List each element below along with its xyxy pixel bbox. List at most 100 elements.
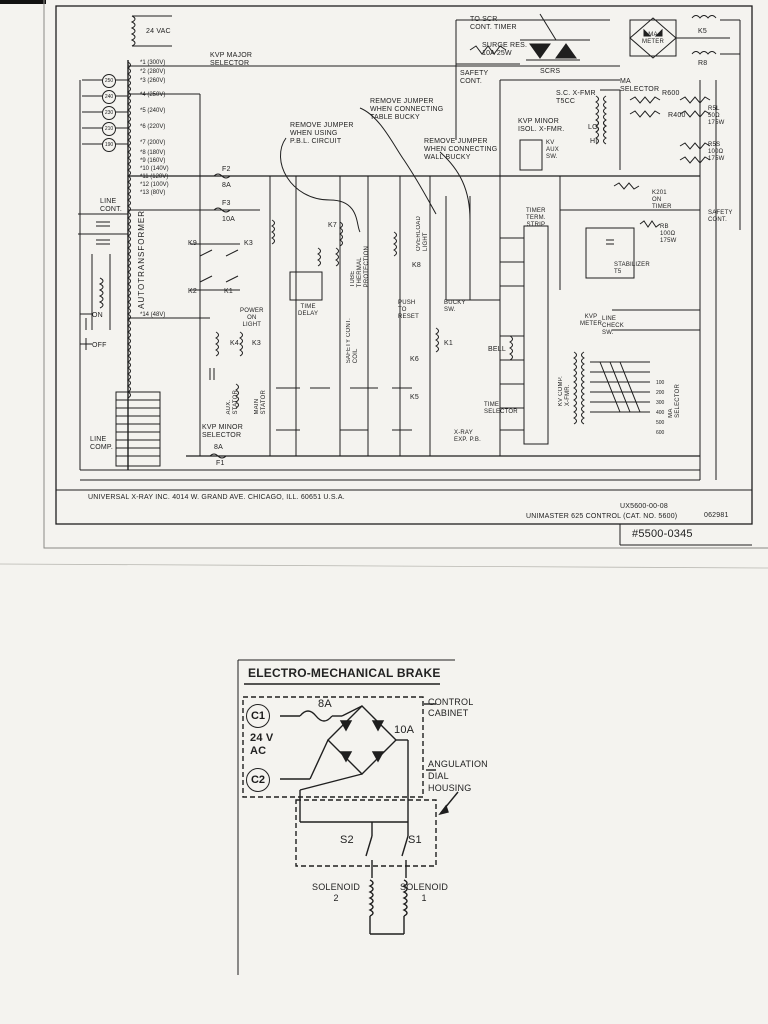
hi-label: HI — [590, 138, 598, 145]
relay-label: K6 — [410, 356, 419, 363]
kvp-minor-selector-label: KVP MINOR SELECTOR — [202, 424, 243, 439]
remove-jumper-wall-label: REMOVE JUMPER WHEN CONNECTING WALL BUCKY — [424, 138, 498, 161]
ma-meter-label: MA METER — [642, 32, 664, 45]
power-on-light-label: POWER ON LIGHT — [240, 308, 264, 328]
angulation-dial-housing-label: ANGULATION DIAL HOUSING — [428, 759, 488, 793]
line-tap-terminal: 240 — [102, 90, 116, 104]
ma-value: 100 — [656, 380, 665, 386]
time-selector-label: TIME SELECTOR — [484, 402, 518, 415]
relay-label: K5 — [410, 394, 419, 401]
tap-label: *13 (80V) — [140, 190, 166, 196]
terminal-c2: C2 — [246, 768, 270, 792]
relay-label: K3 — [244, 240, 253, 247]
k5-label: K5 — [698, 28, 707, 35]
ma-value: 400 — [656, 410, 665, 416]
stabilizer-label: STABILIZER T5 — [614, 262, 650, 275]
lo-label: LO — [588, 124, 598, 131]
scan-corner-mark — [0, 0, 46, 4]
bell-label: BELL — [488, 346, 506, 353]
tap-label: *7 (200V) — [140, 140, 166, 146]
relay-label: K3 — [252, 340, 261, 347]
supply-24v-ac-label: 24 V AC — [250, 732, 274, 757]
tap-label: *2 (280V) — [140, 69, 166, 75]
line-check-sw-label: LINE CHECK SW. — [602, 316, 625, 336]
remove-jumper-pbl-label: REMOVE JUMPER WHEN USING P.B.L. CIRCUIT — [290, 122, 354, 145]
relay-label: K8 — [412, 262, 421, 269]
k201-label: K201 ON TIMER — [652, 190, 672, 210]
ma-value: 600 — [656, 430, 665, 436]
line-cont-label: LINE CONT. — [100, 198, 122, 213]
on-label: ON — [92, 312, 103, 319]
tap-label: *8 (180V) — [140, 150, 166, 156]
date-code: 062981 — [704, 512, 729, 519]
fuse-rating: 10A — [222, 216, 236, 223]
tap-label: *10 (140V) — [140, 166, 169, 172]
kvp-meter-label: KVP METER — [580, 314, 602, 327]
safety-cont-coil-label: SAFETY CONT. COIL — [346, 318, 359, 364]
surge-res-label: SURGE RES. 10A 25W — [482, 42, 528, 57]
brake-fuse-label: 8A — [318, 698, 332, 710]
rb-label: RB 100Ω 175W — [660, 224, 677, 244]
tap-label: *5 (240V) — [140, 108, 166, 114]
line-tap-terminal: 250 — [102, 74, 116, 88]
fuse-label: F1 — [216, 460, 225, 467]
main-control-schematic — [55, 5, 753, 546]
r8-label: R8 — [698, 60, 708, 67]
safety-cont-right-label: SAFETY CONT. — [708, 210, 733, 223]
page-fold-edge — [43, 0, 768, 549]
push-to-reset-label: PUSH TO RESET — [398, 300, 420, 320]
ma-selector-right-label: MA SELECTOR — [668, 384, 681, 418]
r5l-label: R5L 50Ω 175W — [708, 106, 725, 126]
relay-label: K9 — [188, 240, 197, 247]
r5s-label: R5S 100Ω 175W — [708, 142, 725, 162]
kvp-major-selector-label: KVP MAJOR SELECTOR — [210, 52, 253, 67]
ma-value: 300 — [656, 400, 665, 406]
sc-xfmr-label: S.C. X-FMR T5CC — [556, 90, 596, 105]
off-label: OFF — [92, 342, 107, 349]
switch-s2-label: S2 — [340, 834, 354, 846]
r400-label: R400 — [668, 112, 686, 119]
line-tap-terminal: 210 — [102, 122, 116, 136]
ma-value: 200 — [656, 390, 665, 396]
tap-label: *12 (100V) — [140, 182, 169, 188]
unit-title: UNIMASTER 625 CONTROL (CAT. NO. 5600) — [526, 513, 678, 520]
tap-label: *1 (300V) — [140, 60, 166, 66]
remove-jumper-table-label: REMOVE JUMPER WHEN CONNECTING TABLE BUCK… — [370, 98, 444, 121]
tube-thermal-label: TUBE THERMAL PROTECTION — [350, 246, 370, 288]
safety-cont-top-label: SAFETY CONT. — [460, 70, 489, 85]
scrs-label: SCRS — [540, 68, 561, 75]
time-delay-label: TIME DELAY — [298, 304, 319, 317]
tap-label: *6 (220V) — [140, 124, 166, 130]
fuse-label: F3 — [222, 200, 231, 207]
control-cabinet-label: CONTROL CABINET — [428, 697, 474, 718]
xray-exp-pb-label: X-RAY EXP. P.B. — [454, 430, 481, 443]
r600-label: R600 — [662, 90, 680, 97]
tap-label: *9 (160V) — [140, 158, 166, 164]
brake-title: ELECTRO-MECHANICAL BRAKE — [248, 666, 441, 680]
relay-label: K1 — [444, 340, 453, 347]
main-stator-label: MAIN STATOR — [254, 390, 267, 415]
fuse-rating: 8A — [214, 444, 223, 451]
supply-24vac-label: 24 VAC — [146, 28, 171, 35]
ma-selector-top-label: MA SELECTOR — [620, 78, 660, 93]
relay-label: K7 — [328, 222, 337, 229]
relay-label: K4 — [230, 340, 239, 347]
timer-term-strip-label: TIMER TERM. STRIP — [526, 208, 546, 228]
fuse-rating: 8A — [222, 182, 231, 189]
fuse-label: F2 — [222, 166, 231, 173]
kvp-minor-isol-label: KVP MINOR ISOL. X-FMR. — [518, 118, 565, 133]
part-number: #5500-0345 — [632, 528, 693, 540]
solenoid-2-label: SOLENOID 2 — [312, 882, 361, 903]
rectifier-rating-label: 10A — [394, 724, 415, 736]
manufacturer-address: UNIVERSAL X-RAY INC. 4014 W. GRAND AVE. … — [88, 494, 345, 501]
ma-value: 500 — [656, 420, 665, 426]
to-scr-timer-label: TO SCR CONT. TIMER — [470, 16, 517, 31]
kv-aux-sw-label: KV AUX SW. — [546, 140, 559, 160]
tap-label: *14 (48V) — [140, 312, 166, 318]
tap-label: *3 (260V) — [140, 78, 166, 84]
line-comp-label: LINE COMP. — [90, 436, 114, 451]
tap-label: *4 (250V) — [140, 92, 166, 98]
brake-diagram-wiring — [237, 659, 459, 975]
line-tap-terminal: 190 — [102, 138, 116, 152]
